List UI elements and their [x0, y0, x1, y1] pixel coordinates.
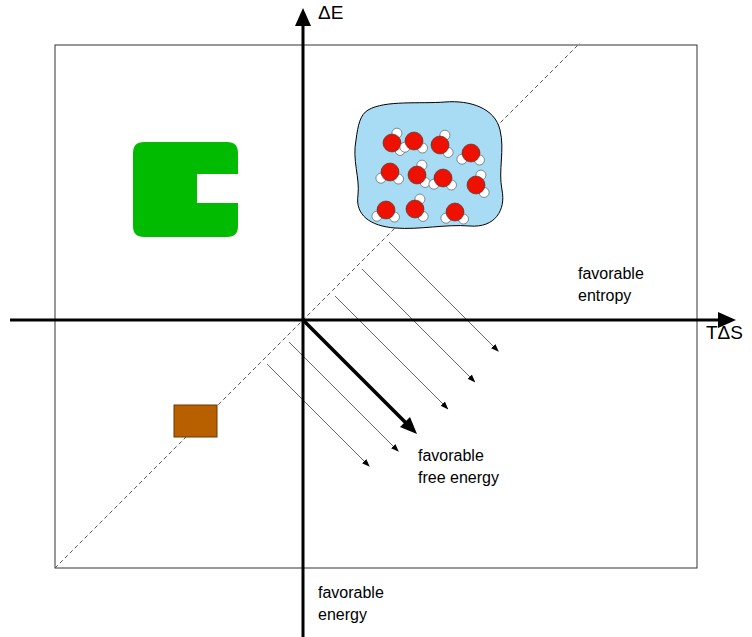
thin-arrow [389, 242, 498, 351]
oxygen-atom [377, 201, 395, 219]
water-cluster [355, 102, 503, 229]
oxygen-atom [381, 163, 399, 181]
oxygen-atom [434, 169, 452, 187]
axis-label: favorable free energy [418, 445, 513, 489]
bold-arrow-head [400, 417, 417, 434]
oxygen-atom [405, 132, 423, 150]
water-molecules [372, 128, 489, 224]
ligand-block [174, 405, 217, 437]
axis-label: favorable entropy [578, 263, 668, 307]
thin-arrow [335, 296, 448, 409]
axis-label: TΔS [706, 322, 743, 344]
y-axis-head [295, 8, 311, 26]
diagonal-dashed [55, 43, 580, 568]
host-molecule [133, 142, 238, 237]
oxygen-atom [467, 176, 485, 194]
oxygen-atom [462, 144, 480, 162]
oxygen-atom [446, 203, 464, 221]
frame-box [55, 45, 697, 568]
axis-label: ΔE [318, 2, 343, 24]
oxygen-atom [383, 134, 401, 152]
x-axis [10, 319, 722, 322]
oxygen-atom [406, 200, 424, 218]
bold-arrow [303, 320, 408, 425]
y-axis [302, 22, 305, 637]
oxygen-atom [431, 136, 449, 154]
oxygen-atom [408, 166, 426, 184]
thin-arrow [362, 269, 475, 382]
thin-arrow [267, 364, 369, 466]
axis-label: favorable energy [318, 582, 398, 626]
